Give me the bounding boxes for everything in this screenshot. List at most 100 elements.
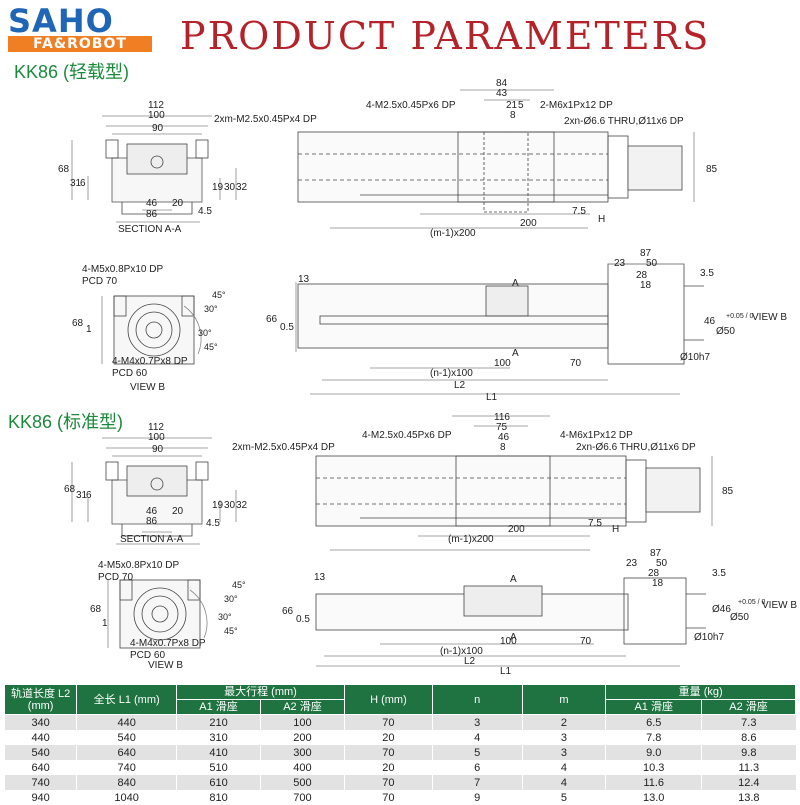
- table-cell: 610: [176, 775, 261, 790]
- angle: 45°: [224, 626, 238, 636]
- table-cell: 340: [3, 714, 77, 730]
- section-light-title: KK86 (轻载型): [14, 62, 130, 82]
- dim: 68: [72, 318, 84, 329]
- dim: 46: [498, 432, 510, 443]
- dim: 3.5: [712, 568, 726, 579]
- dim: (n-1)x100: [440, 646, 483, 657]
- dim: 66: [266, 314, 278, 325]
- dim: 21: [506, 100, 518, 111]
- dim: 66: [282, 606, 294, 617]
- dim: 0.5: [296, 614, 310, 625]
- table-cell: 70: [343, 775, 433, 790]
- table-cell: 840: [76, 775, 177, 790]
- dim: 3.5: [700, 268, 714, 279]
- hole-label: 4-M2.5x0.45Px6 DP: [362, 430, 452, 441]
- table-cell: 510: [176, 760, 261, 775]
- table-cell: 70: [343, 790, 433, 805]
- tolerance: +0.05 / 0: [738, 599, 766, 606]
- dim: 100: [148, 110, 165, 121]
- dim: 18: [640, 280, 652, 291]
- table-cell: 9.8: [701, 745, 796, 760]
- table-cell: 7.8: [605, 730, 702, 745]
- caption: VIEW B: [148, 660, 183, 671]
- dim: L2: [464, 656, 476, 667]
- dim: 46: [146, 506, 158, 517]
- dim: 85: [706, 164, 718, 175]
- table-cell: 4: [521, 775, 606, 790]
- table-cell: 3: [431, 714, 523, 730]
- table-cell: 7.3: [701, 714, 796, 730]
- table-cell: 1040: [76, 790, 177, 805]
- table-cell: 700: [259, 790, 345, 805]
- dim: Ø10h7: [694, 632, 724, 643]
- dim: 87: [640, 248, 652, 259]
- table-cell: 210: [176, 714, 261, 730]
- table-cell: 4: [521, 760, 606, 775]
- dim: 68: [58, 164, 70, 175]
- dim: 112: [148, 422, 164, 433]
- dim: 31: [70, 178, 82, 189]
- angle: 45°: [212, 290, 226, 300]
- table-cell: 300: [259, 745, 345, 760]
- table-cell: 540: [3, 745, 77, 760]
- dim: Ø10h7: [680, 352, 710, 363]
- dim: 8: [500, 442, 506, 453]
- dim: 6: [80, 178, 86, 189]
- dim: 86: [146, 516, 158, 527]
- dim: H: [612, 524, 619, 535]
- table-cell: 7: [431, 775, 523, 790]
- angle: 30°: [218, 612, 232, 622]
- table-cell: 11.3: [701, 760, 796, 775]
- dim: L1: [486, 392, 498, 403]
- section-marker: A: [510, 574, 517, 585]
- table-cell: 2: [521, 714, 606, 730]
- dim: 50: [646, 258, 658, 269]
- dim: 70: [570, 358, 582, 369]
- table-cell: 9: [431, 790, 523, 805]
- dim: 4.5: [206, 518, 220, 529]
- dim: 7.5: [572, 206, 586, 217]
- dim: 8: [510, 110, 516, 121]
- header-stroke-a2: A2 滑座: [259, 699, 345, 715]
- dim: 20: [172, 198, 184, 209]
- table-cell: 740: [76, 760, 177, 775]
- table-cell: 5: [431, 745, 523, 760]
- hole-label: 4-M4x0.7Px8 DP: [130, 638, 206, 649]
- section-marker: A: [510, 632, 517, 643]
- dim: (m-1)x200: [448, 534, 494, 545]
- dim: 46: [146, 198, 158, 209]
- caption: SECTION A-A: [120, 534, 184, 545]
- table-cell: 400: [259, 760, 345, 775]
- header-stroke: 最大行程 (mm): [176, 684, 345, 700]
- dim: L2: [454, 380, 466, 391]
- dim: 84: [496, 78, 508, 89]
- dim: 68: [64, 484, 76, 495]
- dim: 6: [86, 490, 92, 501]
- dim: H: [598, 214, 605, 225]
- table-cell: 440: [76, 714, 177, 730]
- angle: 30°: [204, 304, 218, 314]
- table-cell: 11.6: [605, 775, 702, 790]
- dim: 100: [494, 358, 511, 369]
- dim: 30: [224, 182, 236, 193]
- dim: Ø50: [716, 326, 735, 337]
- dim: L1: [500, 666, 512, 677]
- dim: 32: [236, 500, 248, 511]
- dim: 1: [86, 324, 92, 335]
- section-marker: A: [512, 348, 519, 359]
- dim: 28: [636, 270, 648, 281]
- table-cell: 640: [76, 745, 177, 760]
- table-cell: 13.0: [605, 790, 702, 805]
- table-cell: 410: [176, 745, 261, 760]
- hole-label: PCD 70: [82, 276, 117, 287]
- dim: 18: [652, 578, 664, 589]
- hole-label: 4-M2.5x0.45Px6 DP: [366, 100, 456, 111]
- header-m: m: [521, 684, 607, 715]
- logo-text: SAHO: [8, 2, 114, 40]
- angle: 30°: [224, 594, 238, 604]
